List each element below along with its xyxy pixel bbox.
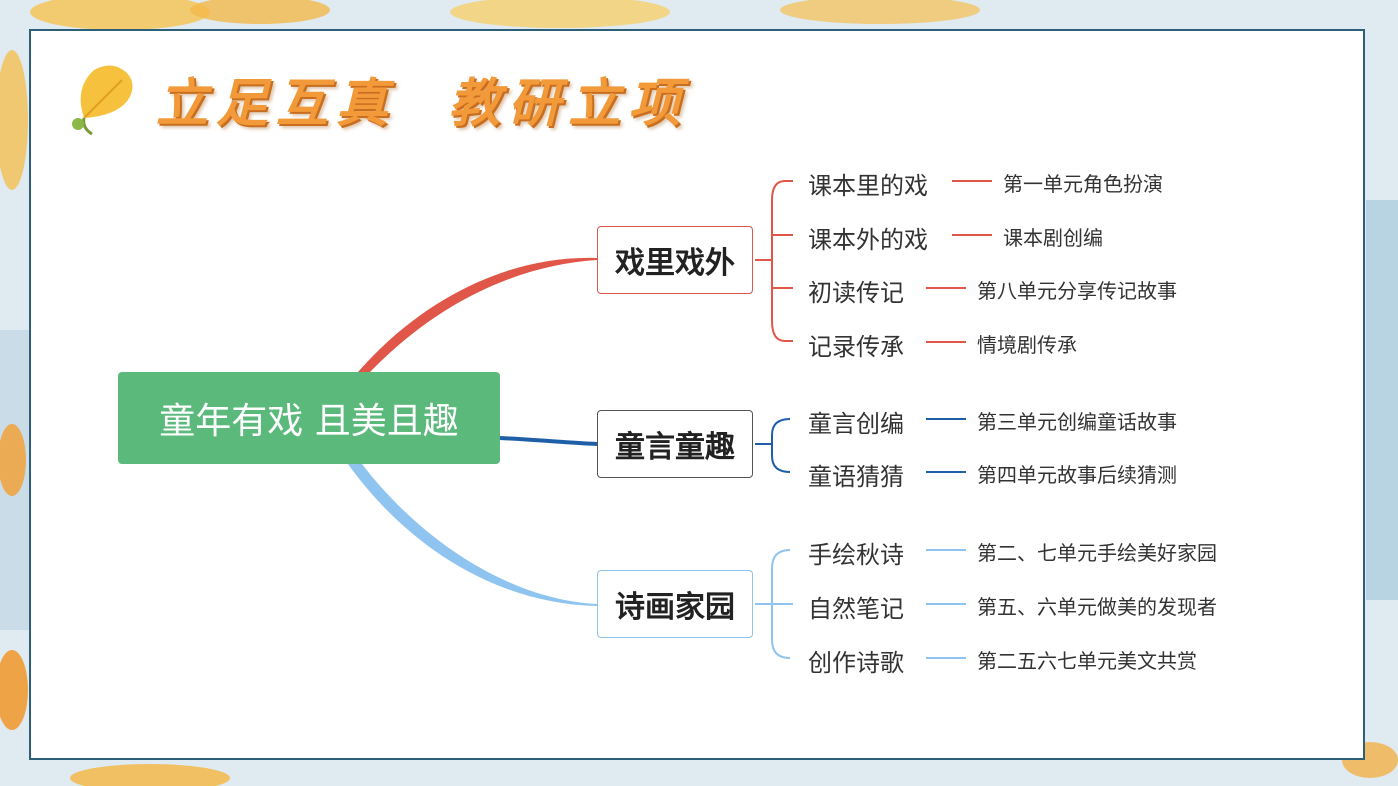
leaf-topic: 第二、七单元手绘美好家园 xyxy=(977,541,1217,565)
sub-topic: 童语猜猜 xyxy=(808,463,904,491)
sub-topic: 课本里的戏 xyxy=(808,172,928,200)
branch-node: 戏里戏外 xyxy=(597,226,753,294)
sub-topic: 课本外的戏 xyxy=(808,226,928,254)
leaf-topic: 第一单元角色扮演 xyxy=(1003,172,1163,196)
leaf-topic: 课本剧创编 xyxy=(1003,226,1103,250)
branch-node: 诗画家园 xyxy=(597,570,753,638)
sub-topic: 童言创编 xyxy=(808,410,904,438)
sub-topic: 自然笔记 xyxy=(808,595,904,623)
title-area: 立足互真 教研立项 xyxy=(64,58,688,138)
sub-topic: 创作诗歌 xyxy=(808,649,904,677)
ginkgo-leaf-icon xyxy=(72,65,133,136)
leaf-topic: 情境剧传承 xyxy=(977,333,1077,357)
sub-topic: 初读传记 xyxy=(808,279,904,307)
leaf-topic: 第八单元分享传记故事 xyxy=(977,279,1177,303)
leaf-topic: 第四单元故事后续猜测 xyxy=(977,463,1177,487)
branch-node: 童言童趣 xyxy=(597,410,753,478)
leaf-topic: 第二五六七单元美文共赏 xyxy=(977,649,1197,673)
page-title: 立足互真 教研立项 xyxy=(156,72,689,134)
sub-topic: 手绘秋诗 xyxy=(808,541,904,569)
leaf-topic: 第三单元创编童话故事 xyxy=(977,410,1177,434)
root-node: 童年有戏 且美且趣 xyxy=(118,372,500,464)
leaf-topic: 第五、六单元做美的发现者 xyxy=(977,595,1217,619)
sub-topic: 记录传承 xyxy=(808,333,904,361)
